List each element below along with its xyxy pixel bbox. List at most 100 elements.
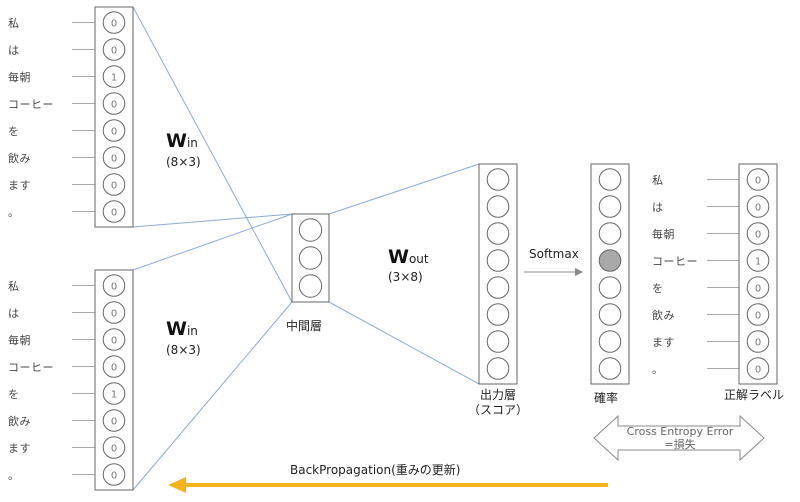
backprop-arrow-head — [168, 477, 186, 493]
input-top-word: を — [8, 124, 20, 138]
loss-label-line2: =損失 — [664, 438, 696, 451]
input-bottom-node — [102, 436, 126, 459]
probability-node — [598, 330, 622, 353]
input-top-word: コーヒー — [8, 97, 54, 111]
input-top-node — [102, 11, 126, 34]
input-bottom-node — [102, 409, 126, 432]
input-top-value: 0 — [111, 100, 117, 111]
output-layer-subtitle: （スコア） — [467, 403, 528, 417]
input-bottom-word: 私 — [8, 279, 20, 293]
input-bottom-word: コーヒー — [8, 360, 54, 374]
correct-value: 1 — [755, 257, 761, 268]
correct-label-title: 正解ラベル — [724, 388, 785, 402]
correct-node — [746, 195, 770, 218]
hidden-node — [298, 246, 323, 270]
output-node — [486, 195, 510, 218]
input-bottom-value: 0 — [111, 471, 117, 482]
w-in-bottom-label: Win — [166, 318, 198, 340]
input-top-node — [102, 38, 126, 61]
connector-bottom-lower — [132, 301, 293, 491]
input-bottom-word: 毎朝 — [8, 333, 31, 347]
input-top-word: ます — [8, 178, 31, 192]
w-out-dim: (3×8) — [388, 270, 423, 284]
correct-word: コーヒー — [652, 254, 698, 268]
input-bottom-value: 0 — [111, 444, 117, 455]
correct-word: 飲み — [652, 308, 675, 322]
input-top-value: 0 — [111, 127, 117, 138]
correct-node — [746, 357, 770, 380]
input-top-word: 。 — [8, 205, 20, 219]
w-in-top-label: Win — [166, 130, 198, 152]
input-top-node — [102, 92, 126, 115]
correct-node — [746, 303, 770, 326]
correct-word: 私 — [652, 173, 664, 187]
input-bottom-value: 0 — [111, 336, 117, 347]
input-bottom-node — [102, 463, 126, 486]
correct-value: 0 — [755, 230, 761, 241]
probability-node — [598, 303, 622, 326]
input-bottom-word: は — [8, 306, 20, 320]
correct-word: 毎朝 — [652, 227, 675, 241]
output-node — [486, 357, 510, 380]
connector-top-lower — [132, 213, 293, 228]
input-bottom-word: ます — [8, 441, 31, 455]
loss-label-line1: Cross Entropy Error — [626, 425, 734, 438]
input-top-word: 毎朝 — [8, 70, 31, 84]
input-top-value: 0 — [111, 19, 117, 30]
output-node — [486, 330, 510, 353]
correct-value: 0 — [755, 284, 761, 295]
correct-node — [746, 168, 770, 191]
output-node — [486, 168, 510, 191]
probability-node — [598, 222, 622, 245]
correct-value: 0 — [755, 176, 761, 187]
softmax-label: Softmax — [529, 247, 579, 261]
correct-value: 0 — [755, 365, 761, 376]
output-node — [486, 303, 510, 326]
loss-label: Cross Entropy Error =損失 — [600, 425, 760, 451]
input-bottom-node — [102, 328, 126, 351]
output-node — [486, 249, 510, 272]
hidden-node — [298, 274, 323, 298]
input-bottom-node — [102, 355, 126, 378]
probability-node — [598, 195, 622, 218]
input-top-node — [102, 65, 126, 88]
w-out-label: Wout — [388, 246, 429, 268]
input-top-node — [102, 146, 126, 169]
correct-word: を — [652, 281, 664, 295]
input-top-value: 0 — [111, 208, 117, 219]
correct-value: 0 — [755, 338, 761, 349]
output-layer-label: 出力層 （スコア） — [458, 388, 538, 418]
input-bottom-value: 0 — [111, 282, 117, 293]
connector-out-upper — [328, 163, 480, 215]
input-top-word: は — [8, 43, 20, 57]
output-node — [486, 222, 510, 245]
input-bottom-value: 0 — [111, 417, 117, 428]
connector-top-upper — [132, 6, 293, 303]
correct-value: 0 — [755, 311, 761, 322]
input-top-word: 私 — [8, 16, 20, 30]
probability-node — [598, 276, 622, 299]
probability-node — [598, 357, 622, 380]
correct-node — [746, 222, 770, 245]
input-top-node — [102, 173, 126, 196]
correct-node — [746, 330, 770, 353]
correct-word: 。 — [652, 362, 664, 376]
input-bottom-word: 飲み — [8, 414, 31, 428]
correct-value: 0 — [755, 203, 761, 214]
hidden-node — [298, 218, 323, 242]
hidden-layer-label: 中間層 — [286, 319, 323, 333]
input-top-value: 0 — [111, 181, 117, 192]
input-top-value: 0 — [111, 46, 117, 57]
input-top-word: 飲み — [8, 151, 31, 165]
input-bottom-word: を — [8, 387, 20, 401]
probability-node — [598, 168, 622, 191]
input-bottom-value: 0 — [111, 363, 117, 374]
input-bottom-node — [102, 274, 126, 297]
connector-bottom-upper — [132, 213, 293, 271]
connector-out-lower — [328, 301, 480, 385]
input-bottom-node — [102, 301, 126, 324]
w-in-top-dim: (8×3) — [166, 155, 201, 169]
loss-double-arrow — [593, 414, 765, 462]
w-in-bottom-dim: (8×3) — [166, 343, 201, 357]
correct-node — [746, 249, 770, 272]
